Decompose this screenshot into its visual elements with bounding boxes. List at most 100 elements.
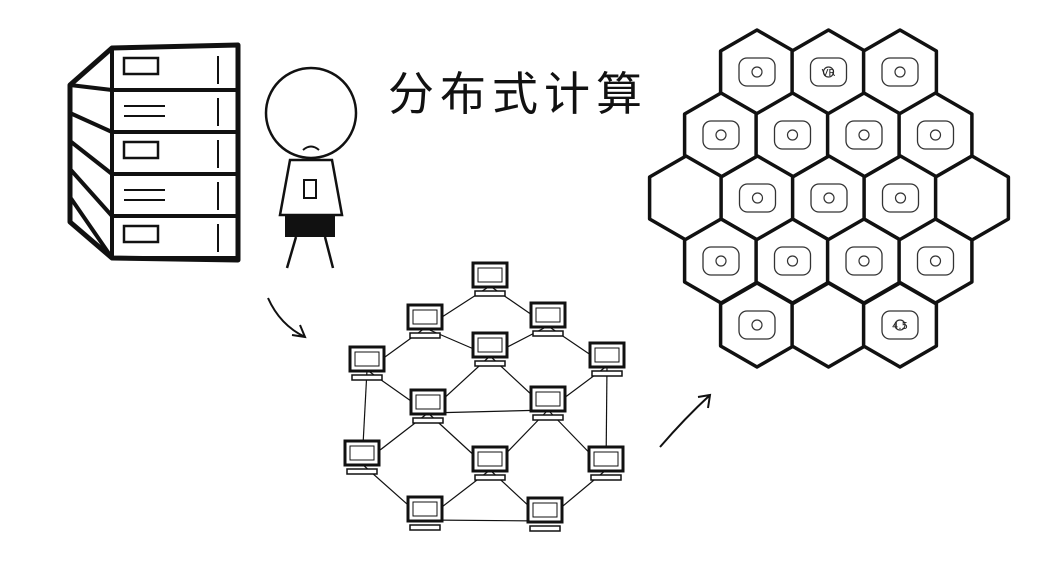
- keyboard: [532, 330, 564, 337]
- device-detail: [751, 192, 764, 204]
- legs: [285, 236, 335, 269]
- screen: [412, 501, 438, 517]
- screen: [535, 391, 561, 407]
- device-outline: [881, 183, 920, 213]
- device-outline: [809, 57, 848, 87]
- smart-glove-icon: [845, 246, 883, 276]
- screen: [349, 445, 375, 461]
- computer-icon: [526, 496, 564, 532]
- device-outline: [738, 57, 776, 87]
- keyboard: [474, 360, 506, 367]
- network-link: [424, 519, 546, 522]
- device-detail: [822, 66, 835, 78]
- keyboard: [351, 374, 383, 381]
- drive-slot: [122, 56, 160, 76]
- smart-backpack-icon: [702, 246, 740, 276]
- screen: [354, 351, 380, 367]
- head: [264, 66, 358, 160]
- device-detail: [715, 255, 727, 267]
- device-outline: [845, 120, 883, 150]
- device-detail: [929, 129, 942, 141]
- shorts: [285, 215, 335, 237]
- server-rack-icon: [67, 42, 241, 263]
- device-outline: [916, 246, 955, 276]
- screen: [477, 451, 503, 467]
- laptop-icon: [881, 183, 920, 213]
- keyboard: [409, 524, 441, 531]
- mouth: [302, 145, 320, 151]
- sport-glasses-icon: [916, 120, 955, 150]
- computer-icon: [348, 345, 386, 381]
- diagram-title: 分布式计算: [388, 67, 648, 121]
- rack-side: [69, 83, 113, 92]
- arrow-icon: [267, 297, 307, 339]
- network-link: [427, 409, 549, 414]
- keyboard: [474, 290, 506, 297]
- drive-slot: [122, 140, 160, 160]
- smart-shirt-icon: [810, 183, 848, 213]
- device-detail: [894, 66, 906, 78]
- device-outline: [916, 120, 955, 150]
- vr-headset-icon: VR: [809, 57, 848, 87]
- device-outline: [773, 120, 812, 150]
- keyboard: [590, 474, 622, 481]
- keyboard: [591, 370, 623, 377]
- rack-side: [68, 139, 114, 176]
- hexagon-cell: 4.5: [861, 281, 939, 369]
- phone: [303, 179, 317, 199]
- device-outline: [810, 183, 848, 213]
- robot-icon: [916, 246, 955, 276]
- wearable-device-hexagon-grid: VR 4.5: [647, 28, 1011, 369]
- screen: [477, 267, 503, 283]
- device-label: 4.5: [892, 321, 908, 332]
- glucose-meter-icon: 4.5: [881, 310, 919, 340]
- computer-icon: [406, 495, 444, 531]
- device-label: VR: [822, 68, 836, 79]
- device-outline: [845, 246, 883, 276]
- device-detail: [786, 255, 799, 267]
- peer-to-peer-computer-network: [343, 261, 626, 532]
- screen: [593, 451, 619, 467]
- computer-icon: [406, 303, 444, 339]
- device-detail: [894, 319, 906, 331]
- device-detail: [715, 129, 727, 141]
- screen: [532, 502, 558, 518]
- computer-icon: [409, 388, 447, 424]
- device-outline: [738, 310, 776, 340]
- monitor: [406, 303, 444, 331]
- computer-icon: [529, 385, 567, 421]
- rack-outline: [67, 42, 241, 263]
- device-outline: [881, 57, 919, 87]
- hexagon-cell: VR: [790, 28, 867, 116]
- clip-tracker-icon: [773, 120, 812, 150]
- device-detail: [858, 129, 870, 141]
- keyboard: [474, 474, 506, 481]
- rack-side: [68, 167, 114, 218]
- earbuds-icon: [738, 183, 777, 213]
- device-outline: [702, 246, 740, 276]
- fitness-band-icon: [702, 120, 740, 150]
- device-outline: [881, 310, 919, 340]
- keyboard: [532, 414, 564, 421]
- device-detail: [823, 192, 835, 204]
- smartphone-icon: [773, 246, 812, 276]
- device-detail: [751, 66, 763, 78]
- device-detail: [929, 255, 942, 267]
- device-outline: [702, 120, 740, 150]
- computer-icon: [587, 445, 625, 481]
- device-detail: [786, 129, 799, 141]
- computer-icon: [343, 439, 381, 475]
- computer-icon: [471, 261, 509, 297]
- screen: [477, 337, 503, 353]
- device-detail: [858, 255, 870, 267]
- rack-side: [69, 111, 113, 134]
- device-outline: [738, 183, 777, 213]
- keyboard: [412, 417, 444, 424]
- action-camera-icon: [881, 57, 919, 87]
- person-with-phone-icon: [264, 66, 358, 269]
- keyboard: [346, 468, 378, 475]
- bluetooth-headset-icon: [845, 120, 883, 150]
- hexagon: [861, 281, 939, 369]
- computer-icon: [471, 331, 509, 367]
